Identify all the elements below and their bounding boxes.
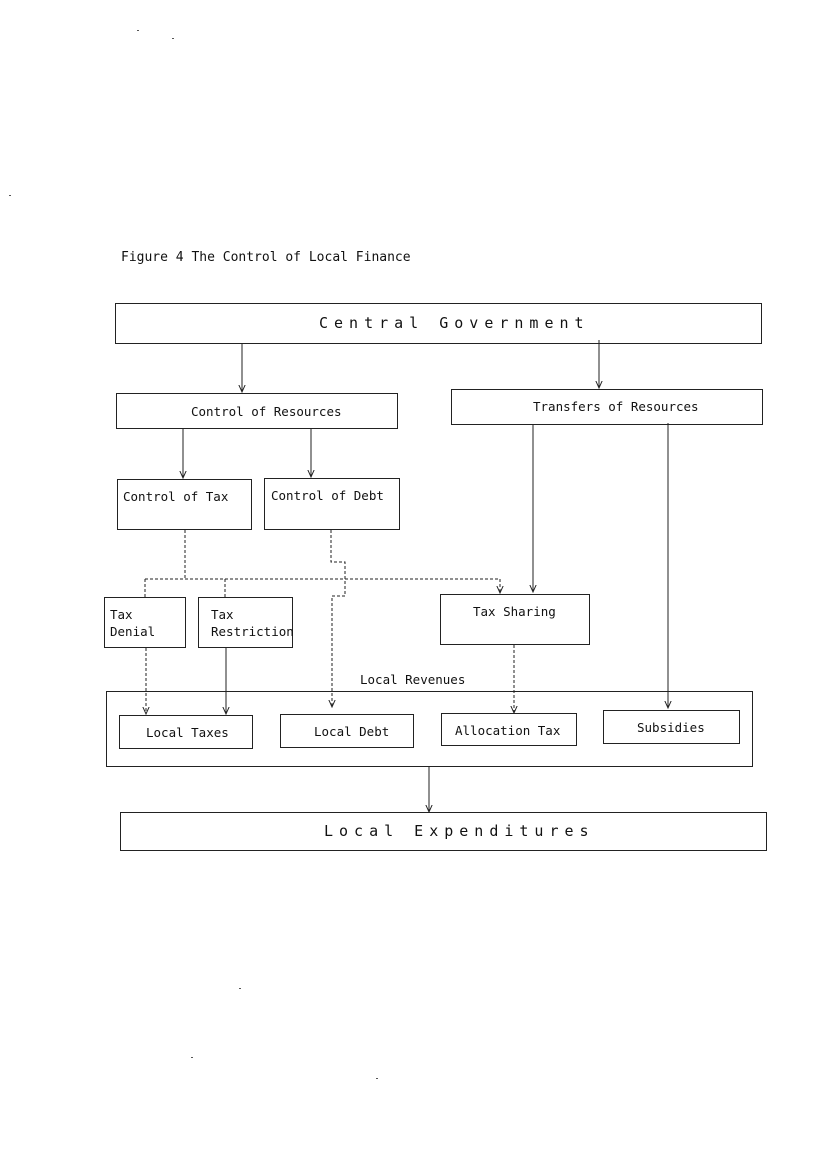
local-expenditures-box: Local Expenditures [120, 812, 767, 851]
tax-sharing-box: Tax Sharing [440, 594, 590, 645]
tax-sharing-label: Tax Sharing [473, 604, 556, 619]
local-debt-label: Local Debt [314, 724, 390, 739]
scan-speck [239, 988, 241, 989]
control-of-tax-label: Control of Tax [123, 489, 229, 504]
scan-speck [9, 195, 11, 196]
local-revenues-group [106, 691, 753, 767]
allocation-tax-label: Allocation Tax [455, 723, 561, 738]
scan-speck [376, 1078, 378, 1079]
control-of-tax-box: Control of Tax [117, 479, 252, 530]
local-revenues-label: Local Revenues [360, 672, 466, 687]
scan-speck [137, 30, 139, 31]
control-of-resources-box: Control of Resources [116, 393, 398, 429]
tax-denial-label: Tax Denial [110, 607, 156, 639]
central-government-label: Central Government [319, 314, 590, 332]
transfers-of-resources-box: Transfers of Resources [451, 389, 763, 425]
control-of-debt-box: Control of Debt [264, 478, 400, 530]
edge-controldebt-to-localdebt [331, 530, 346, 707]
subsidies-box: Subsidies [603, 710, 740, 744]
tax-denial-box: Tax Denial [104, 597, 186, 648]
local-expenditures-label: Local Expenditures [324, 822, 595, 840]
control-of-debt-label: Control of Debt [271, 488, 384, 503]
local-taxes-box: Local Taxes [119, 715, 253, 749]
central-government-box: Central Government [115, 303, 762, 344]
scan-speck [191, 1057, 193, 1058]
local-debt-box: Local Debt [280, 714, 414, 748]
control-of-resources-label: Control of Resources [191, 404, 342, 419]
scan-speck [172, 38, 174, 39]
local-taxes-label: Local Taxes [146, 725, 229, 740]
tax-restriction-box: Tax Restriction [198, 597, 294, 648]
allocation-tax-box: Allocation Tax [441, 713, 577, 746]
transfers-of-resources-label: Transfers of Resources [533, 399, 699, 414]
tax-restriction-label: Tax Restriction [211, 607, 294, 639]
figure-caption: Figure 4 The Control of Local Finance [121, 250, 411, 265]
subsidies-label: Subsidies [637, 720, 705, 735]
